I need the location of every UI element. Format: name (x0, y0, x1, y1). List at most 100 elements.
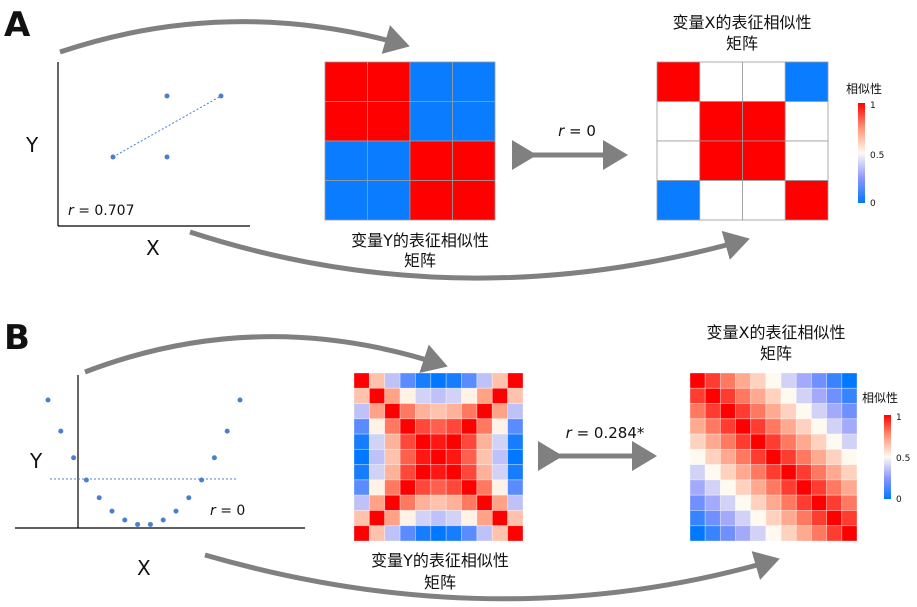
matrix-cell (445, 403, 462, 420)
matrix-cell (367, 180, 411, 221)
matrix-cell (507, 510, 524, 527)
matrix-cell (704, 448, 721, 466)
colorbar-tick: 0 (870, 199, 876, 209)
matrix-cell (399, 418, 416, 435)
matrix-cell (445, 433, 462, 450)
matrix-x-title-b-line2: 矩阵 (760, 344, 792, 363)
matrix-cell (399, 433, 416, 450)
matrix-cell (430, 387, 447, 404)
curved-arrow-icon (204, 551, 780, 602)
matrix-cell (476, 433, 493, 450)
curved-arrow-icon (59, 19, 410, 55)
matrix-cell (491, 418, 509, 435)
matrix-cell (780, 525, 797, 542)
matrix-cell (461, 479, 478, 496)
matrix-cell (735, 387, 752, 404)
matrix-cell (826, 494, 843, 511)
y-axis-label: Y (29, 449, 43, 473)
matrix-cell (841, 464, 858, 481)
matrix-cell (704, 479, 721, 496)
matrix-cell (461, 403, 478, 420)
matrix-cell (795, 464, 812, 481)
matrix-cell (704, 464, 721, 481)
data-point (224, 428, 230, 434)
data-point (83, 477, 89, 483)
matrix-cell (430, 372, 447, 389)
matrix-cell (784, 61, 829, 102)
matrix-cell (384, 448, 401, 466)
data-point (218, 93, 224, 99)
matrix-cell (476, 525, 493, 542)
matrix-cell (461, 525, 478, 542)
matrix-cell (689, 464, 706, 481)
matrix-cell (452, 140, 496, 181)
matrix-cell (656, 61, 701, 102)
matrix-cell (507, 464, 524, 481)
matrix-cell (735, 418, 752, 435)
matrix-cell (735, 403, 752, 420)
matrix-cell (415, 433, 432, 450)
matrix-cell (780, 433, 797, 450)
matrix-cell (430, 448, 447, 466)
matrix-cell (656, 101, 701, 142)
matrix-cell (430, 464, 447, 481)
data-point (45, 397, 51, 403)
matrix-cell (353, 372, 370, 389)
matrix-cell (445, 464, 462, 481)
matrix-cell (445, 479, 462, 496)
matrix-cell (841, 510, 858, 527)
colorbar-tick: 0 (896, 495, 902, 505)
matrix-cell (415, 418, 432, 435)
r-symbol: r (558, 122, 565, 140)
matrix-cell (765, 494, 782, 511)
matrix-cell (826, 433, 843, 450)
matrix-cell (399, 494, 416, 511)
matrix-cell (742, 140, 786, 181)
data-point (135, 521, 141, 527)
matrix-cell (353, 494, 370, 511)
matrix-cell (384, 525, 401, 542)
matrix-cell (765, 387, 782, 404)
matrix-cell (699, 61, 743, 102)
matrix-cell (735, 510, 752, 527)
matrix-cell (368, 448, 386, 466)
matrix-cell (445, 387, 462, 404)
matrix-cell (784, 140, 829, 181)
matrix-cell (656, 140, 701, 181)
matrix-cell (689, 525, 706, 542)
colorbar-tick: 0.5 (870, 151, 884, 161)
matrix-cell (704, 418, 721, 435)
matrix-cell (324, 180, 368, 221)
matrix-cell (689, 479, 706, 496)
scatter-plot-a: Y X r = 0.707 (25, 62, 250, 260)
matrix-cell (409, 180, 453, 221)
data-point (122, 517, 128, 523)
matrix-cell (384, 418, 401, 435)
matrix-cell (811, 387, 828, 404)
matrix-cell (430, 433, 447, 450)
matrix-cell (742, 180, 786, 221)
matrix-cell (811, 464, 828, 481)
matrix-cell (811, 372, 828, 389)
matrix-cell (689, 418, 706, 435)
data-point (71, 455, 77, 461)
matrix-cell (826, 479, 843, 496)
data-point (96, 495, 102, 501)
matrix-cell (765, 464, 782, 481)
matrix-cell (699, 140, 743, 181)
matrix-cell (491, 403, 509, 420)
matrix-cell (750, 510, 767, 527)
matrix-cell (399, 403, 416, 420)
matrix-cell (461, 418, 478, 435)
matrix-cell (368, 372, 386, 389)
matrix-cell (780, 479, 797, 496)
matrix-cell (826, 387, 843, 404)
matrix-cell (811, 433, 828, 450)
matrix-cell (750, 372, 767, 389)
matrix-cell (780, 510, 797, 527)
colorbar-a: 相似性 1 0.5 0 (846, 82, 884, 209)
matrix-cell (765, 433, 782, 450)
correlation-label: r = 0 (210, 503, 245, 519)
matrix-cell (353, 525, 370, 542)
matrix-cell (811, 510, 828, 527)
